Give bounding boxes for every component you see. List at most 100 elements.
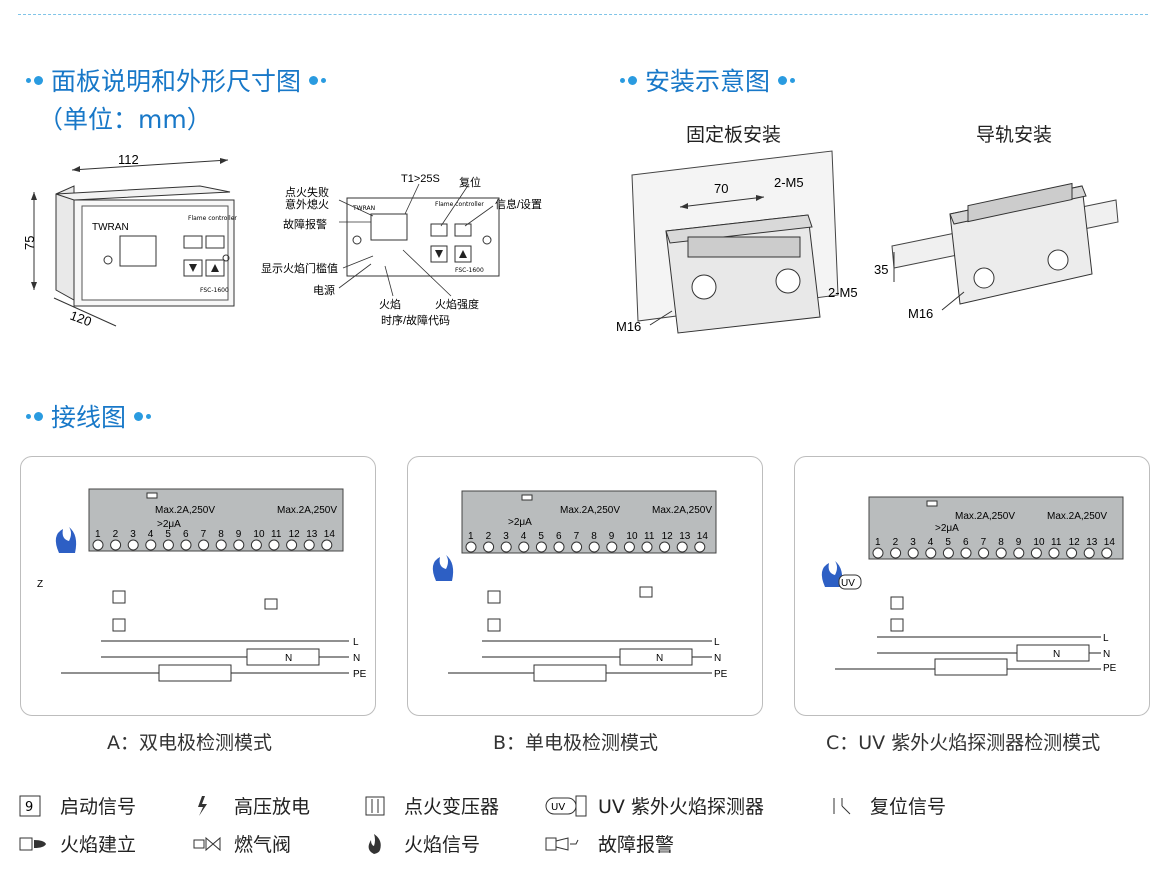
caption-c: C：UV 紫外火焰探测器检测模式 xyxy=(826,732,1101,754)
terminal-number: 9 xyxy=(609,531,615,542)
flame-icon xyxy=(432,555,454,581)
fault-alarm-icon xyxy=(544,832,590,856)
terminal-screw xyxy=(518,541,530,553)
svg-text:M16: M16 xyxy=(616,319,641,334)
terminal-screw xyxy=(1083,547,1095,559)
terminal-number: 12 xyxy=(289,529,301,540)
terminal-screw xyxy=(268,539,280,551)
terminal-number: 3 xyxy=(130,529,136,540)
bullet-dots-icon xyxy=(26,411,43,421)
svg-text:UV: UV xyxy=(841,578,855,589)
terminal-number: 6 xyxy=(183,529,189,540)
terminal-number: 2 xyxy=(113,529,119,540)
svg-text:>2μA: >2μA xyxy=(508,517,532,528)
terminal-screw xyxy=(180,539,192,551)
terminal-screw xyxy=(553,541,565,553)
terminal-screw xyxy=(535,541,547,553)
terminal-number: 10 xyxy=(626,531,638,542)
terminal-number: 3 xyxy=(503,531,509,542)
svg-text:N: N xyxy=(714,653,721,664)
section-title-panel: 面板说明和外形尺寸图 xyxy=(18,62,334,98)
terminal-number: 11 xyxy=(1051,537,1062,548)
legend-fault-alarm: 故障报警 xyxy=(544,830,674,857)
terminal-number: 11 xyxy=(644,531,655,542)
dim-112-label: 112 xyxy=(118,152,139,167)
terminal-number: 5 xyxy=(538,531,544,542)
svg-text:L: L xyxy=(353,637,359,648)
terminal-screw xyxy=(995,547,1007,559)
svg-text:显示火焰门槛值: 显示火焰门槛值 xyxy=(261,261,338,275)
svg-text:35: 35 xyxy=(874,262,888,277)
terminal-number: 7 xyxy=(981,537,987,548)
terminal-screw xyxy=(907,547,919,559)
svg-text:时序/故障代码: 时序/故障代码 xyxy=(381,313,450,327)
rail-title: 导轨安装 xyxy=(976,124,1053,146)
svg-text:Max.2A,250V: Max.2A,250V xyxy=(955,511,1015,522)
svg-text:2-M5: 2-M5 xyxy=(828,285,858,300)
svg-text:9: 9 xyxy=(25,800,33,815)
terminal-number: 8 xyxy=(591,531,597,542)
bullet-dots-icon xyxy=(620,75,637,85)
terminal-screw xyxy=(145,539,157,551)
terminal-screw xyxy=(676,541,688,553)
terminal-screw xyxy=(960,547,972,559)
svg-text:2-M5: 2-M5 xyxy=(774,175,804,190)
svg-text:PE: PE xyxy=(714,669,728,680)
terminal-number: 12 xyxy=(662,531,674,542)
legend-gas-valve: 燃气阀 xyxy=(192,830,291,857)
terminal-number: 14 xyxy=(697,531,709,542)
flame-icon xyxy=(821,561,843,587)
terminal-number: 7 xyxy=(574,531,580,542)
svg-text:>2μA: >2μA xyxy=(157,519,181,530)
terminal-number: 7 xyxy=(201,529,207,540)
svg-text:点火失败: 点火失败 xyxy=(285,185,329,199)
terminal-screw xyxy=(978,547,990,559)
dim-120-label: 120 xyxy=(68,308,94,330)
ignition-transformer-icon xyxy=(362,794,396,818)
svg-text:Z: Z xyxy=(37,579,43,590)
terminal-screw xyxy=(92,539,104,551)
terminal-screw xyxy=(641,541,653,553)
terminal-number: 8 xyxy=(218,529,224,540)
device-dimension-drawing: 112 75 120 TWRAN Flame controller FSC-16… xyxy=(22,152,237,330)
terminal-screw xyxy=(588,541,600,553)
terminal-number: 10 xyxy=(1033,537,1045,548)
legend-uv-detector: UV UV 紫外火焰探测器 xyxy=(544,792,764,819)
caption-b: B：单电极检测模式 xyxy=(493,732,659,754)
svg-text:N: N xyxy=(353,653,360,664)
terminal-screw xyxy=(623,541,635,553)
uv-detector-icon: UV xyxy=(544,794,590,818)
terminal-number: 4 xyxy=(148,529,154,540)
legend-ignition-transformer: 点火变压器 xyxy=(362,792,499,819)
terminal-number: 5 xyxy=(945,537,951,548)
terminal-screw xyxy=(1013,547,1025,559)
legend-flame-signal: 火焰信号 xyxy=(362,830,480,857)
terminal-number: 5 xyxy=(165,529,171,540)
legend-flame-established: 火焰建立 xyxy=(18,830,136,857)
terminal-number: 13 xyxy=(306,529,318,540)
terminal-screw xyxy=(215,539,227,551)
svg-text:火焰: 火焰 xyxy=(379,297,401,311)
terminal-number: 3 xyxy=(910,537,916,548)
terminal-number: 11 xyxy=(271,529,282,540)
svg-text:故障报警: 故障报警 xyxy=(283,217,327,231)
svg-text:Max.2A,250V: Max.2A,250V xyxy=(652,505,712,516)
svg-text:L: L xyxy=(1103,633,1109,644)
bullet-dots-icon xyxy=(309,75,327,85)
terminal-screw xyxy=(890,547,902,559)
svg-text:>2μA: >2μA xyxy=(935,523,959,534)
unit-label: （单位：mm） xyxy=(38,105,212,134)
terminal-screw xyxy=(1048,547,1060,559)
legend-high-voltage: 高压放电 xyxy=(192,792,310,819)
start-signal-icon: 9 xyxy=(18,794,52,818)
svg-text:火焰强度: 火焰强度 xyxy=(435,297,479,311)
terminal-number: 9 xyxy=(1016,537,1022,548)
bullet-dots-icon xyxy=(134,411,152,421)
terminal-number: 14 xyxy=(324,529,336,540)
terminal-screw xyxy=(198,539,210,551)
flame-icon xyxy=(55,527,77,553)
svg-text:意外熄火: 意外熄火 xyxy=(285,197,329,211)
